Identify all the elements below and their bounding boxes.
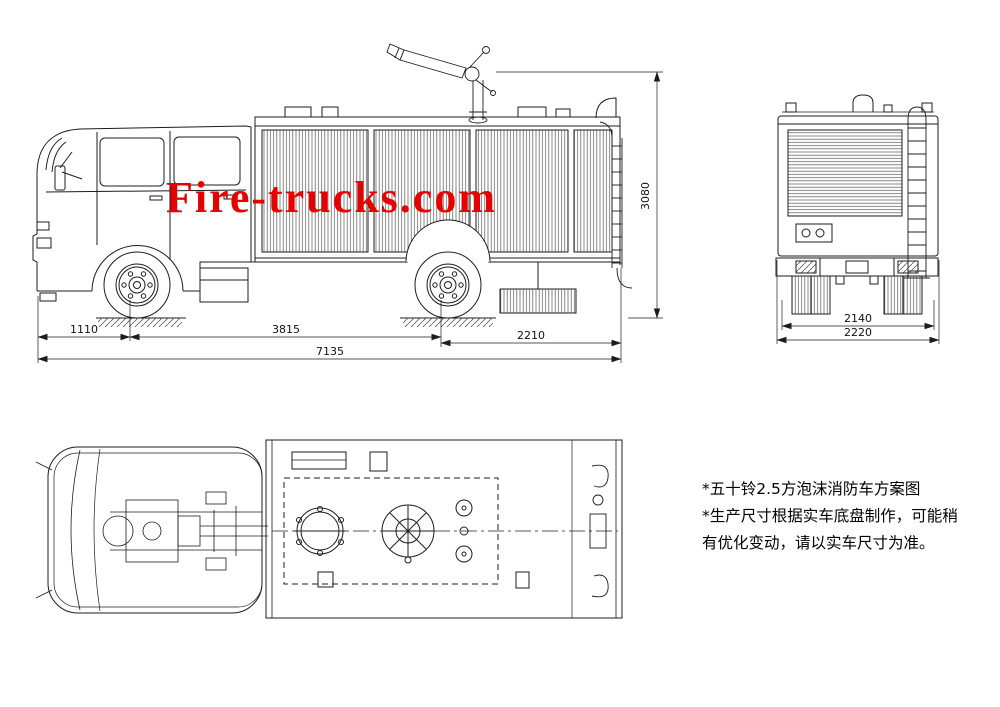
- shutter-door-3: [475, 129, 569, 253]
- rear-bumper: [775, 257, 939, 277]
- top-view: [35, 439, 623, 619]
- manhole-left: [294, 506, 346, 556]
- side-view: 1110 3815 2210 7135 3080: [32, 43, 663, 363]
- dim-body-width: 2140: [844, 312, 872, 325]
- tank-valves: [455, 499, 473, 563]
- beacon-light: [852, 94, 874, 112]
- dim-front-overhang: 1110: [70, 323, 98, 336]
- cab-top: [35, 446, 263, 614]
- dim-wheelbase: 3815: [272, 323, 300, 336]
- dim-overall-height: 3080: [639, 182, 652, 210]
- note-line-2: *生产尺寸根据实车底盘制作，可能稍: [702, 507, 958, 525]
- rear-equipment-box: [795, 223, 833, 243]
- side-dimensions: 1110 3815 2210 7135: [37, 268, 622, 363]
- front-wheel: [103, 251, 171, 319]
- watermark-text: Fire-trucks.com: [166, 173, 497, 222]
- rear-wheel: [414, 251, 482, 319]
- note-line-1: *五十铃2.5方泡沫消防车方案图: [702, 480, 921, 498]
- rear-body: [777, 115, 939, 257]
- shutter-door-1: [261, 129, 369, 253]
- notes-block: *五十铃2.5方泡沫消防车方案图 *生产尺寸根据实车底盘制作，可能稍 有优化变动…: [702, 476, 972, 557]
- dim-rear-overhang: 2210: [517, 329, 545, 342]
- spare-wheel: [499, 288, 577, 314]
- body-side: [254, 97, 621, 314]
- engine-driveline: [102, 491, 268, 571]
- height-dimension: 3080: [496, 71, 663, 319]
- rear-dimensions: 2140 2220: [776, 260, 940, 344]
- dim-overall-width: 2220: [844, 326, 872, 339]
- rear-shutter: [787, 129, 903, 217]
- roof-monitor: [386, 43, 496, 124]
- dim-overall-length: 7135: [316, 345, 344, 358]
- note-line-3: 有优化变动，请以实车尺寸为准。: [702, 534, 935, 552]
- body-top: [265, 439, 623, 619]
- rear-access-ladder: [904, 106, 930, 279]
- rear-fittings-top: [589, 464, 609, 598]
- rear-compartment: [573, 129, 613, 253]
- rear-view: 2140 2220: [775, 94, 940, 344]
- cab-side: [32, 125, 255, 303]
- manhole-center: [381, 504, 435, 564]
